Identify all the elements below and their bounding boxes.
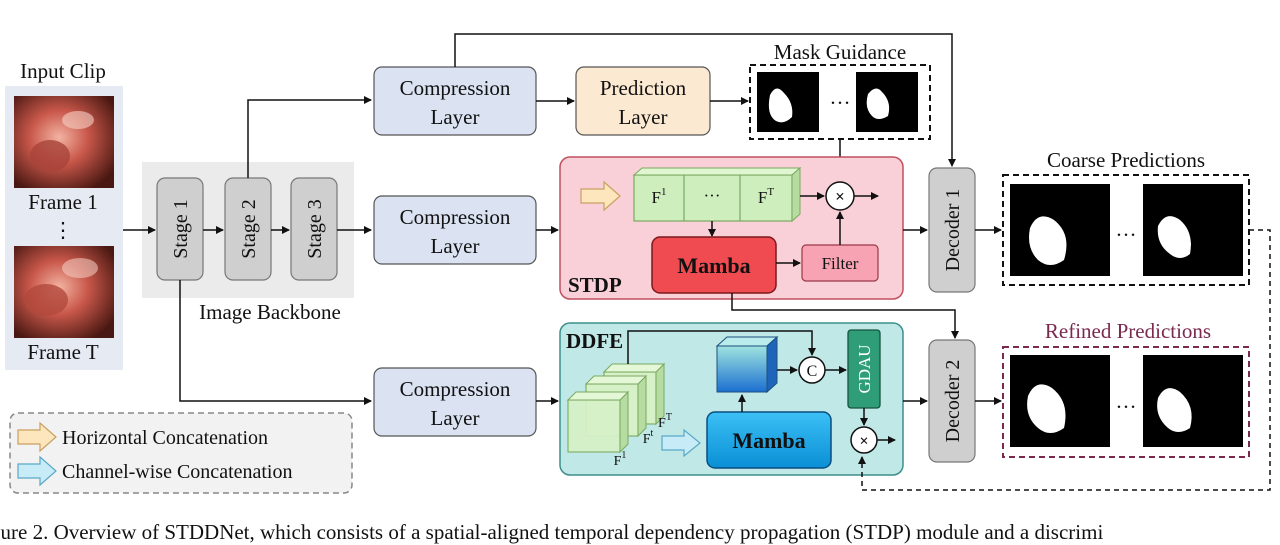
frame-1-label: Frame 1 [28, 190, 97, 214]
legend-box [9, 412, 353, 494]
stdp-mamba-label: Mamba [677, 253, 750, 278]
compression-layer-top-line1: Compression [400, 76, 511, 100]
figure-caption: gure 2. Overview of STDDNet, which consi… [0, 520, 1104, 544]
mask-ellipsis: … [830, 85, 851, 109]
stdp-fT: FT [758, 186, 774, 207]
legend-channel-arrow [17, 455, 57, 487]
decoder-2-label: Decoder 2 [942, 360, 964, 443]
ddfe-fT: FT [658, 412, 672, 431]
compression-layer-bottom-line2: Layer [431, 406, 480, 430]
frames-ellipsis: ⋮ [53, 218, 74, 242]
horizontal-concat-arrow [580, 180, 621, 212]
stdp-filter-label: Filter [822, 254, 859, 273]
frame-1-image [14, 96, 114, 188]
ddfe-mamba-label: Mamba [732, 428, 805, 453]
input-clip-title: Input Clip [20, 59, 106, 83]
stdp-feature-sequence [633, 174, 793, 222]
ddfe-f1: F1 [614, 450, 627, 469]
prediction-layer-line2: Layer [619, 105, 668, 129]
gdau-label: GDAU [855, 344, 874, 393]
stdp-f1: F1 [652, 186, 667, 207]
stage-3-box [290, 177, 338, 281]
frame-t-label: Frame T [27, 340, 99, 364]
refined-predictions-title: Refined Predictions [1045, 319, 1211, 343]
compression-layer-middle-line1: Compression [400, 205, 511, 229]
compression-layer-bottom-line1: Compression [400, 377, 511, 401]
ddfe-mamba-block [706, 411, 832, 469]
stdp-label: STDP [568, 273, 622, 297]
ddfe-ft: Ft [643, 428, 654, 447]
legend-horizontal-label: Horizontal Concatenation [62, 427, 268, 449]
svg-text:×: × [835, 187, 845, 206]
svg-text:×: × [859, 433, 868, 450]
stdp-ellipsis: ··· [704, 186, 721, 205]
stage-2-label: Stage 2 [238, 199, 260, 258]
decoder-1-label: Decoder 1 [942, 189, 964, 272]
refined-ellipsis: … [1116, 389, 1137, 413]
legend-channel-label: Channel-wise Concatenation [62, 461, 293, 483]
refined-predictions-box [1002, 346, 1250, 458]
compression-layer-top-line2: Layer [431, 105, 480, 129]
stdp-mamba-block [651, 236, 777, 294]
compression-layer-middle-line2: Layer [431, 234, 480, 258]
ddfe-feature-stack [566, 362, 666, 454]
prediction-layer-line1: Prediction [600, 76, 687, 100]
legend-horizontal-arrow [17, 421, 57, 453]
stage-3-label: Stage 3 [304, 199, 326, 258]
svg-text:C: C [807, 363, 818, 380]
channel-concat-arrow [661, 428, 701, 458]
coarse-ellipsis: … [1116, 217, 1137, 241]
compression-layer-bottom [373, 367, 537, 437]
ddfe-label: DDFE [566, 329, 623, 353]
stage-1-label: Stage 1 [170, 199, 192, 258]
coarse-predictions-title: Coarse Predictions [1047, 148, 1205, 172]
backbone-label: Image Backbone [199, 300, 341, 324]
ddfe-gradient-cube [715, 335, 779, 394]
mask-guidance-title: Mask Guidance [774, 40, 906, 64]
